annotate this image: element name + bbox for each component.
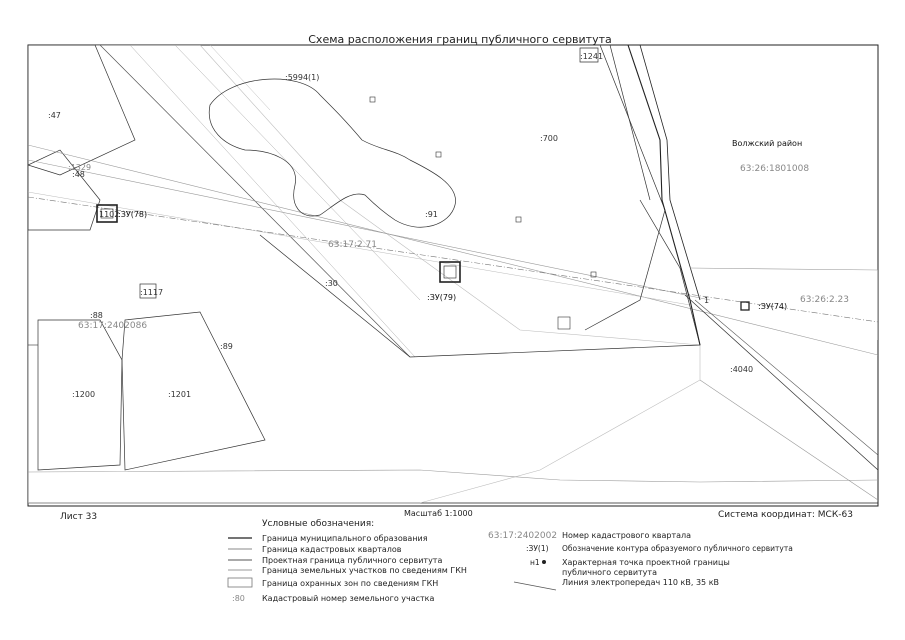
parcel-1200-outline bbox=[37, 319, 123, 471]
marker-square-3 bbox=[515, 216, 522, 223]
legend-item-protect: Граница охранных зон по сведениям ГКН bbox=[262, 579, 438, 588]
map-area: :5994(1) :1241 :47 :1329 :48 :700 :91 :3… bbox=[28, 45, 878, 504]
parcel-47-outline bbox=[28, 45, 136, 176]
zone-78 bbox=[96, 204, 118, 223]
quarter-boundary-3 bbox=[28, 191, 691, 306]
zone-79 bbox=[439, 261, 461, 283]
quarter-label-17-2-71: 63:17:2.71 bbox=[328, 240, 377, 250]
parcel-1117-box bbox=[139, 283, 157, 299]
legend-item-servitude: Проектная граница публичного сервитута bbox=[262, 556, 442, 565]
parcel-label-4040: :4040 bbox=[730, 365, 753, 374]
district-quarter: 63:26:1801008 bbox=[740, 164, 809, 174]
legend-sample-quarter: 63:17:2402002 bbox=[488, 531, 557, 541]
parcel-label-48: :48 bbox=[72, 170, 85, 179]
legend-sample-cadnum: :80 bbox=[232, 594, 245, 603]
quarter-label-26-2-23: 63:26:2.23 bbox=[800, 295, 849, 305]
lower-boundary bbox=[28, 469, 878, 483]
right-diag-2 bbox=[694, 299, 878, 456]
parcel-label-1200: :1200 bbox=[72, 390, 95, 399]
strip-line-4 bbox=[209, 45, 271, 111]
map-title: Схема расположения границ публичного сер… bbox=[308, 33, 612, 46]
parcel-label-89: :89 bbox=[220, 342, 233, 351]
parcel-5994-edge bbox=[520, 45, 651, 201]
marker-square-1 bbox=[369, 96, 376, 103]
quarter-boundary-2 bbox=[28, 159, 711, 301]
power-line bbox=[28, 196, 878, 323]
legend-sample-point: н1 bbox=[530, 558, 540, 567]
map-frame bbox=[27, 44, 879, 507]
parcel-48-outline bbox=[28, 149, 101, 231]
quarter-label-2402086: 63:17:2402086 bbox=[78, 321, 147, 331]
parcel-1241-box bbox=[579, 47, 599, 63]
legend-sample-zone: :ЗУ(1) bbox=[526, 544, 549, 553]
parcel-label-1102: 1102 bbox=[99, 210, 119, 219]
legend-item-parcels: Граница земельных участков по сведениям … bbox=[262, 566, 467, 575]
parcel-label-1329: :1329 bbox=[68, 163, 91, 172]
zone-label-78: :ЗУ(78) bbox=[118, 210, 147, 219]
zone-74 bbox=[740, 301, 750, 311]
legend-item-point-2: публичного сервитута bbox=[562, 568, 657, 577]
parcel-4040-lower bbox=[699, 379, 878, 501]
quarter-boundary-1 bbox=[28, 144, 878, 356]
strip-line-3 bbox=[174, 45, 421, 301]
strip-line-2 bbox=[129, 45, 416, 358]
parcel-label-1201: :1201 bbox=[168, 390, 191, 399]
legend: Условные обозначения: Граница муниципаль… bbox=[227, 519, 793, 603]
parcel-label-88: :88 bbox=[90, 311, 103, 320]
legend-item-zone: Обозначение контура образуемого публично… bbox=[562, 544, 793, 553]
parcel-label-30: :30 bbox=[325, 279, 338, 288]
legend-swatch-protect bbox=[227, 577, 253, 588]
legend-item-quarter: Номер кадастрового квартала bbox=[562, 531, 691, 540]
parcel-label-1117: :1117 bbox=[140, 288, 163, 297]
road-corridor bbox=[28, 45, 701, 504]
sheet-number: Лист 33 bbox=[60, 512, 97, 522]
parcel-1201-outline bbox=[121, 311, 266, 471]
parcel-700-outline bbox=[360, 45, 666, 331]
parcel-label-11: 1 bbox=[704, 296, 709, 305]
legend-point-marker bbox=[542, 560, 546, 564]
municipal-boundary-2 bbox=[639, 45, 701, 301]
marker-square-4 bbox=[590, 271, 597, 278]
parcel-label-1241: :1241 bbox=[580, 52, 603, 61]
parcel-label-700: :700 bbox=[540, 134, 558, 143]
contour-area bbox=[208, 78, 456, 228]
legend-item-cadnum: Кадастровый номер земельного участка bbox=[262, 594, 435, 603]
right-diag-1 bbox=[684, 294, 878, 471]
legend-item-quarters: Граница кадастровых кварталов bbox=[262, 545, 402, 554]
coord-system: Система координат: МСК-63 bbox=[718, 510, 853, 520]
legend-item-point: Характерная точка проектной границы bbox=[562, 558, 730, 567]
parcel-label-47: :47 bbox=[48, 111, 61, 120]
legend-title: Условные обозначения: bbox=[262, 519, 374, 529]
parcel-label-5994: :5994(1) bbox=[285, 73, 319, 82]
district-name: Волжский район bbox=[732, 139, 802, 148]
parcel-label-91: :91 bbox=[425, 210, 438, 219]
zone-label-79: :ЗУ(79) bbox=[427, 293, 456, 302]
scale-label: Масштаб 1:1000 bbox=[404, 509, 473, 518]
legend-item-powerline: Линия электропередач 110 кВ, 35 кВ bbox=[562, 578, 719, 587]
marker-square-5 bbox=[557, 316, 571, 330]
marker-square-2 bbox=[435, 151, 442, 158]
legend-item-municipal: Граница муниципального образования bbox=[262, 534, 428, 543]
legend-swatch-powerline bbox=[513, 581, 557, 591]
municipal-boundary bbox=[627, 45, 701, 346]
parcel-4040-outline bbox=[689, 267, 878, 340]
zone-label-74: :ЗУ(74) bbox=[758, 302, 787, 311]
